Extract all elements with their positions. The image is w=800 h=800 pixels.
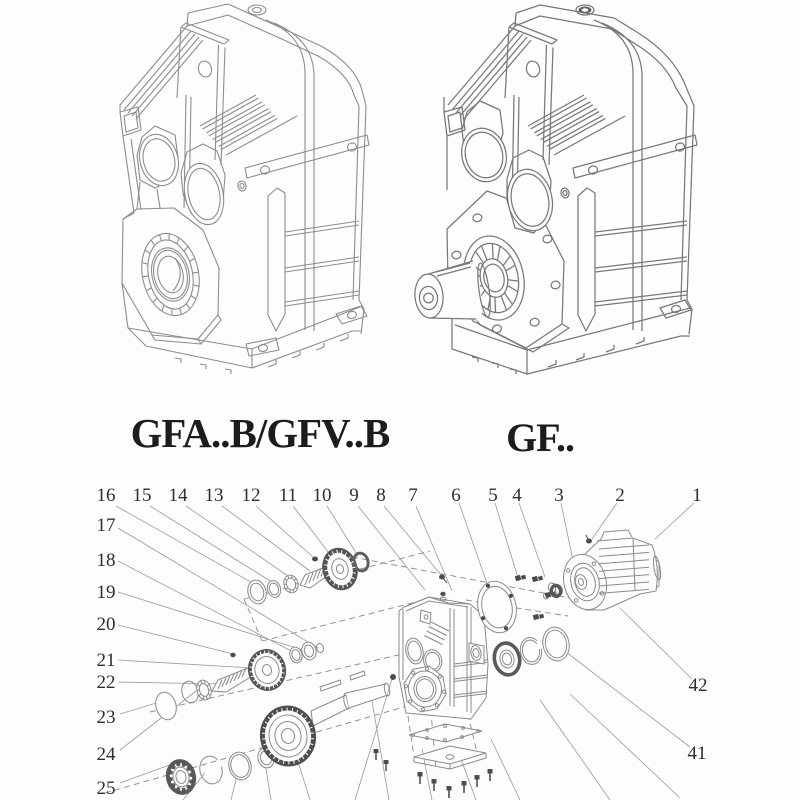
- svg-text:21: 21: [97, 650, 116, 671]
- svg-text:12: 12: [242, 485, 261, 506]
- svg-text:11: 11: [279, 485, 297, 506]
- svg-text:8: 8: [376, 485, 386, 506]
- svg-text:5: 5: [488, 485, 498, 506]
- svg-text:GFA..B/GFV..B: GFA..B/GFV..B: [131, 411, 390, 456]
- svg-text:41: 41: [688, 743, 707, 764]
- svg-text:1: 1: [692, 485, 702, 506]
- svg-text:15: 15: [133, 485, 152, 506]
- svg-text:7: 7: [408, 485, 418, 506]
- svg-text:14: 14: [169, 485, 189, 506]
- svg-text:17: 17: [97, 515, 116, 536]
- svg-text:19: 19: [97, 582, 116, 603]
- svg-text:25: 25: [97, 778, 116, 799]
- svg-text:13: 13: [205, 485, 224, 506]
- svg-text:24: 24: [97, 744, 117, 765]
- svg-text:4: 4: [512, 485, 522, 506]
- svg-text:2: 2: [615, 485, 625, 506]
- svg-text:20: 20: [97, 614, 116, 635]
- svg-text:42: 42: [689, 675, 708, 696]
- svg-text:18: 18: [97, 550, 116, 571]
- svg-text:22: 22: [97, 672, 116, 693]
- svg-text:6: 6: [451, 485, 461, 506]
- svg-text:GF..: GF..: [506, 415, 574, 460]
- svg-text:3: 3: [554, 485, 564, 506]
- svg-text:10: 10: [313, 485, 332, 506]
- svg-text:16: 16: [97, 485, 116, 506]
- svg-text:9: 9: [349, 485, 359, 506]
- svg-text:23: 23: [97, 707, 116, 728]
